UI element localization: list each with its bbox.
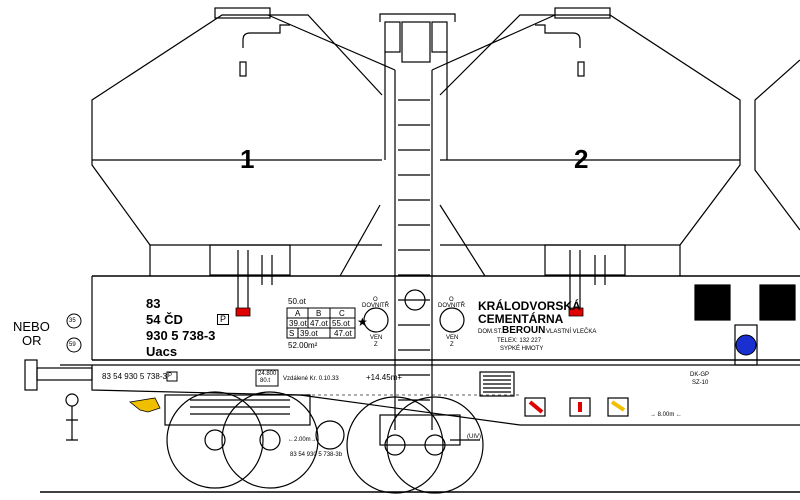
frame-p-mark: P: [168, 373, 173, 379]
valve-red-right: [568, 307, 584, 317]
wagon-id-line4: Uacs: [146, 344, 178, 359]
owner-city: BEROUN: [502, 325, 546, 336]
valve1-mid: DOVNITŘ: [362, 303, 389, 309]
valve-red-left: [235, 307, 251, 317]
load-row1-c: 55.ot: [332, 319, 350, 328]
owner-dom: DOM.ST.: [478, 329, 503, 335]
valve2-top: O: [449, 297, 454, 303]
wheel-3: [346, 396, 444, 494]
ladder-rungs: [398, 99, 430, 401]
frame-length: +14.45m+: [366, 373, 403, 382]
wagon-id-line3: 930 5 738-3: [146, 328, 216, 343]
valve1-arrow: Z: [374, 342, 378, 348]
frame-revision: Vzdálené Kr. 0.10.33: [283, 376, 339, 382]
load-top: 50.ot: [288, 297, 306, 306]
owner-goods: SYPKÉ HMOTY: [500, 346, 544, 352]
load-header-c: C: [339, 309, 345, 318]
load-header-b: B: [316, 309, 322, 318]
frame-sz: SZ-10: [692, 380, 709, 386]
silo-1-outline: [91, 14, 383, 276]
frame-number: 83 54 930 5 738-3: [102, 372, 167, 381]
wheel-2: [221, 391, 319, 489]
wheel-1: [166, 391, 264, 489]
silo-2-outline: [439, 14, 741, 276]
frame-bogie-number: 83 54 930 5 738-3b: [290, 452, 343, 458]
badge-59: 59: [69, 342, 76, 348]
owner-line2: CEMENTÁRNA: [478, 312, 564, 326]
valve1-top: O: [373, 297, 378, 303]
silo-number-2: 2: [574, 144, 589, 174]
load-row2-a: 39.ot: [300, 329, 318, 338]
valve1-bottom: VEN: [370, 335, 383, 341]
lever-yellow: [610, 400, 626, 412]
load-row2-b: 47.ot: [334, 329, 352, 338]
load-header-a: A: [295, 309, 301, 318]
owner-line1: KRÁLODVORSKÁ: [478, 299, 581, 313]
p-mark: P: [217, 314, 230, 325]
frame-dist-left: ←2.00m→: [288, 437, 317, 443]
coupling-hook-yellow: [129, 397, 161, 413]
load-bottom: 52.00m²: [288, 341, 318, 350]
frame-weight-b: 80.t: [260, 378, 271, 384]
valve2-mid: DOVNITŘ: [438, 303, 465, 309]
owner-vlastni: VLASTNÍ VLEČKA: [546, 329, 597, 335]
frame-weight-a: 24.800: [258, 371, 277, 377]
wagon-id-line1: 83: [146, 296, 161, 311]
frame-dist-right: → 8.00m ←: [650, 412, 683, 418]
side-note-or: OR: [22, 333, 42, 348]
frame-dkgp: DK-GP: [690, 372, 710, 378]
silo-number-1: 1: [240, 144, 255, 174]
load-row2-label: S: [289, 329, 295, 338]
frame-uiv: (UIV): [467, 434, 481, 440]
load-row1-a: 39.ot: [289, 319, 307, 328]
signal-blue-light: [735, 334, 757, 356]
wheel-4: [386, 396, 484, 494]
lever-red-1: [528, 400, 544, 414]
side-note-nebo: NEBO: [13, 319, 50, 334]
badge-35: 35: [69, 318, 76, 324]
valve2-bottom: VEN: [446, 335, 459, 341]
wagon-id-line2: 54 ČD: [146, 312, 183, 327]
owner-telex: TELEX: 132 227: [497, 338, 542, 344]
load-row1-b: 47.ot: [310, 319, 328, 328]
silo-3-outline: [754, 59, 800, 231]
valve2-arrow: Z: [450, 342, 454, 348]
load-star: ★: [357, 315, 368, 329]
